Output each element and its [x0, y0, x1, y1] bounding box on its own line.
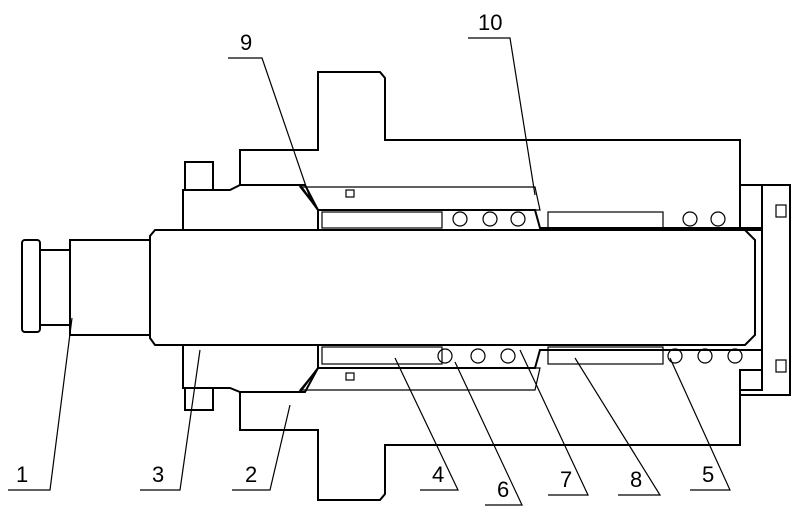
sleeve: [298, 186, 541, 391]
housing-lower: [239, 349, 763, 501]
label-9: 9: [240, 30, 252, 55]
label-2: 2: [245, 462, 257, 487]
cap-seal-upper: [775, 204, 787, 218]
leader-lines: [8, 37, 731, 506]
springs: [437, 211, 743, 364]
housing-upper: [239, 71, 763, 229]
packing-lower: [321, 346, 664, 365]
cap-seal-lower: [775, 359, 787, 373]
label-3: 3: [152, 462, 164, 487]
packing-upper: [321, 211, 664, 229]
label-4: 4: [432, 462, 444, 487]
gland-lower: [182, 344, 319, 411]
label-5: 5: [702, 462, 714, 487]
shaft: [21, 229, 756, 346]
label-1: 1: [16, 462, 28, 487]
gland-upper: [182, 161, 319, 231]
label-6: 6: [497, 477, 509, 502]
label-8: 8: [630, 467, 642, 492]
end-cap: [739, 184, 791, 396]
label-10: 10: [478, 10, 502, 35]
label-7: 7: [560, 467, 572, 492]
